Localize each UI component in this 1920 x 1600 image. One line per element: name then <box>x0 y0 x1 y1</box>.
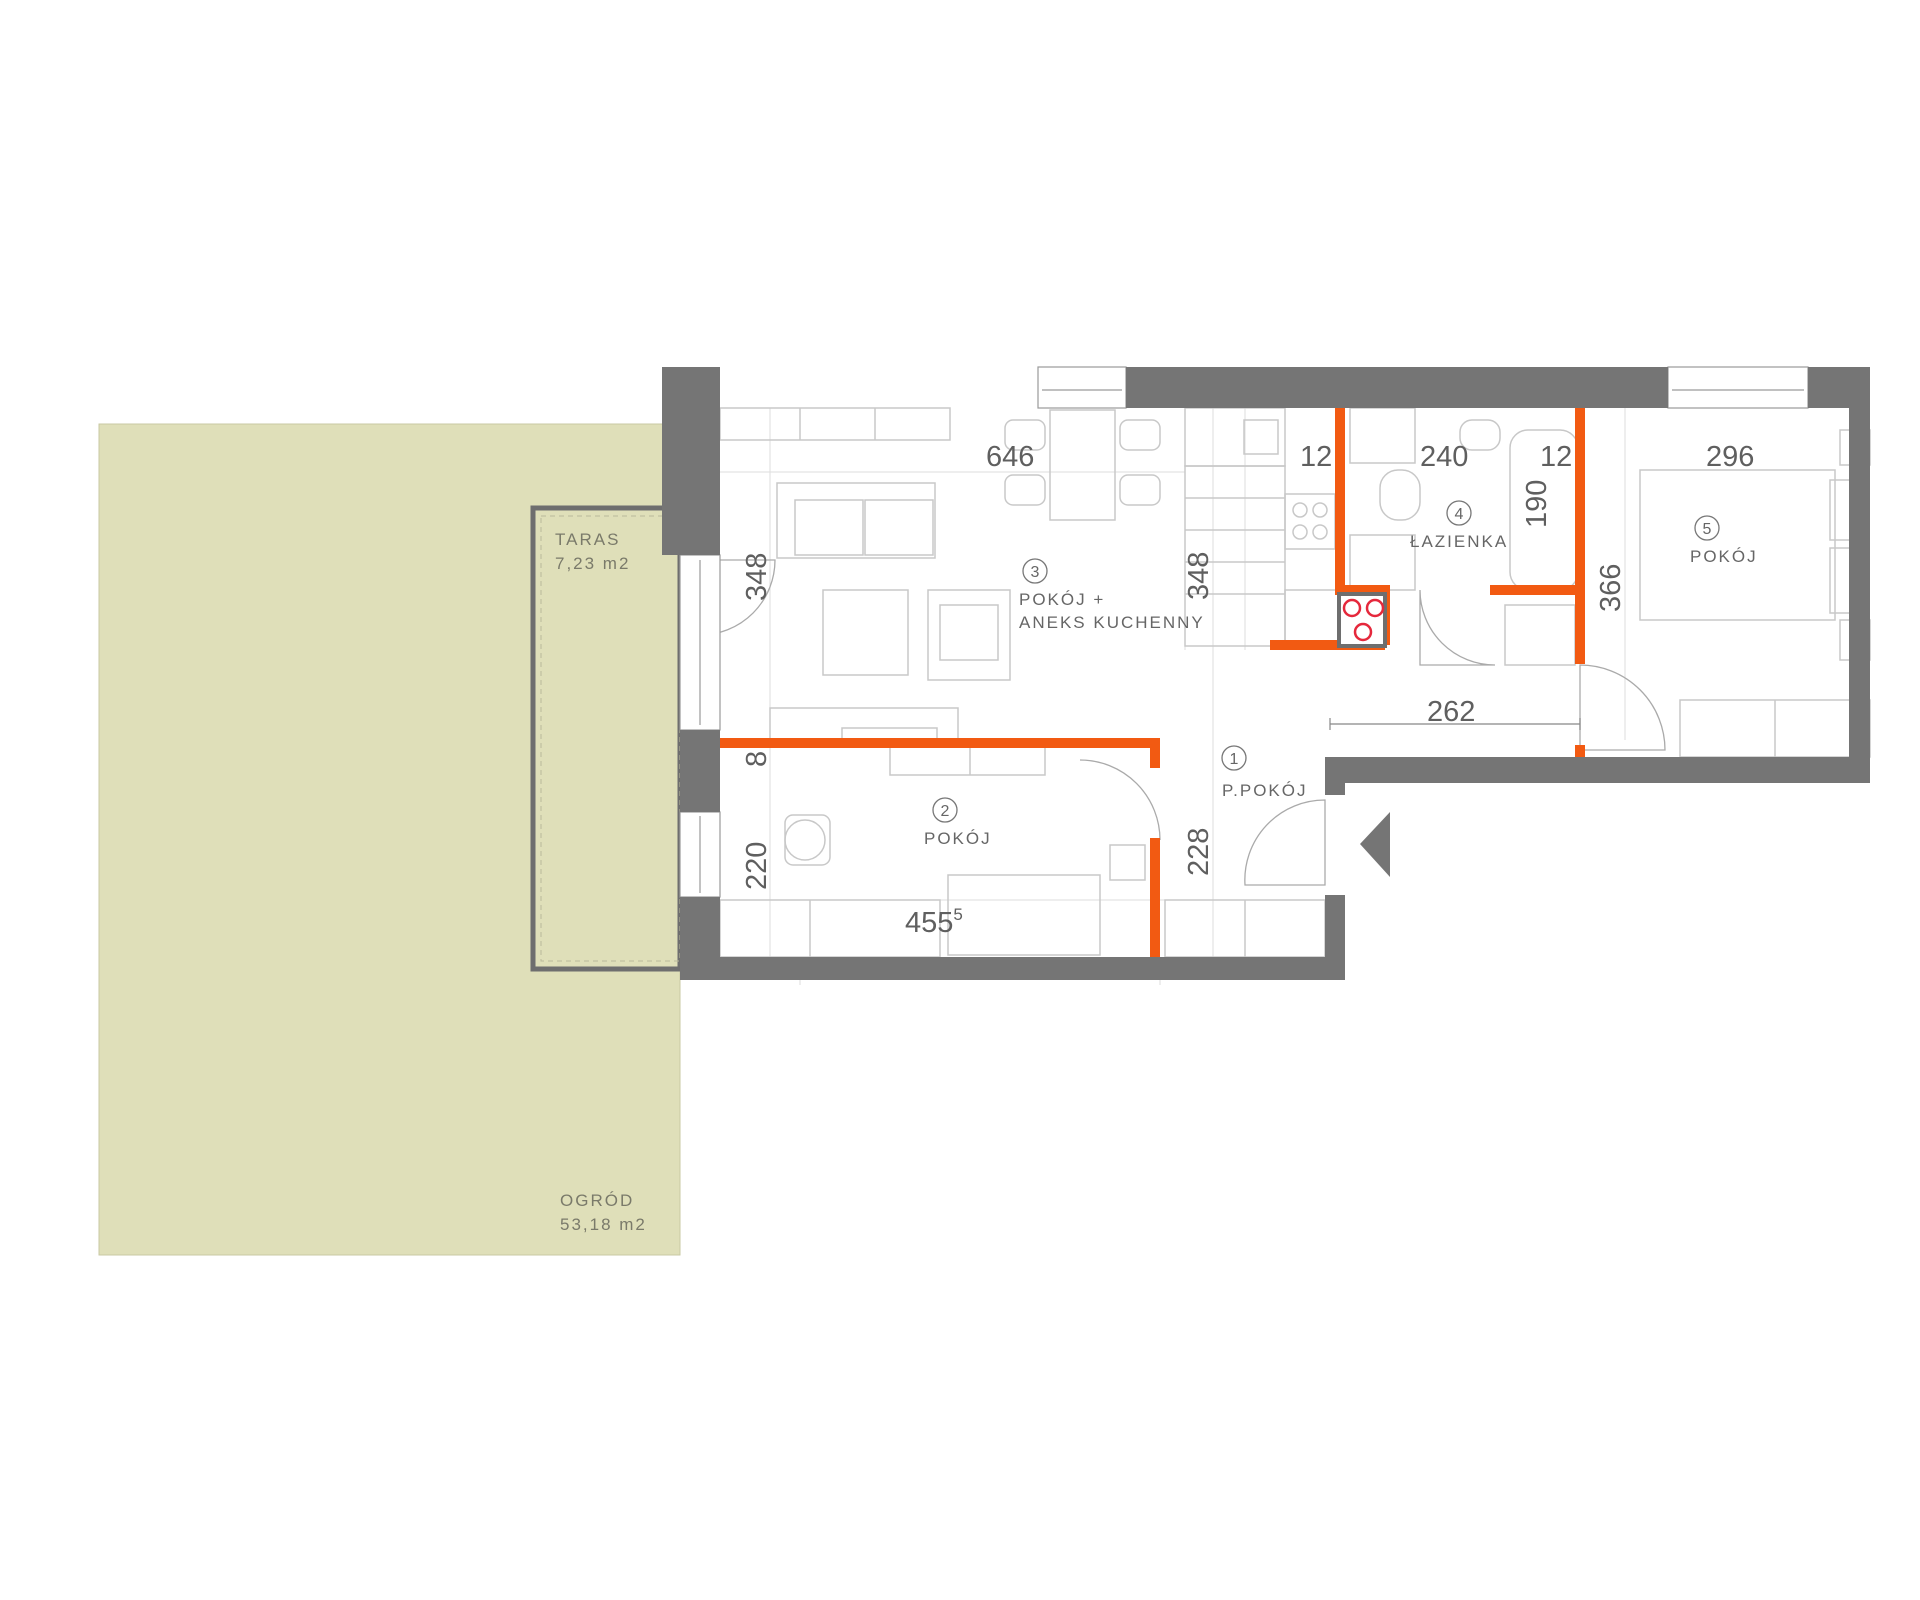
room-name-3-line2: ANEKS KUCHENNY <box>1019 613 1205 632</box>
room-name-1: P.POKÓJ <box>1222 781 1308 800</box>
entrance-arrow-icon <box>1360 812 1390 877</box>
dim-hall-width: 262 <box>1427 696 1475 728</box>
dim-partition: 8 <box>741 751 773 767</box>
svg-text:5: 5 <box>1703 521 1712 538</box>
dim-room2-height: 220 <box>741 842 773 890</box>
dim-wall-b: 12 <box>1540 441 1572 473</box>
dim-living-height-left: 348 <box>741 553 773 601</box>
dim-bath-width: 240 <box>1420 441 1468 473</box>
svg-text:4: 4 <box>1455 506 1464 523</box>
windows <box>679 366 1809 898</box>
room-name-3-line1: POKÓJ + <box>1019 590 1105 609</box>
dim-bedroom-height: 366 <box>1595 564 1627 612</box>
dimension-lines <box>1329 718 1581 730</box>
svg-text:1: 1 <box>1230 751 1239 768</box>
room-marker-3: 3 POKÓJ + ANEKS KUCHENNY <box>1019 558 1205 632</box>
dim-wall-a: 12 <box>1300 441 1332 473</box>
room-name-4: ŁAZIENKA <box>1410 532 1508 551</box>
structural-walls <box>662 367 1870 980</box>
dim-room2-width: 4555 <box>905 905 963 939</box>
room-marker-1: 1 P.POKÓJ <box>1221 745 1308 800</box>
dim-hall-height: 228 <box>1183 828 1215 876</box>
room-name-2: POKÓJ <box>924 829 992 848</box>
room-name-5: POKÓJ <box>1690 547 1758 566</box>
terrace-label: TARAS <box>555 530 620 549</box>
dim-living-height-kitchen: 348 <box>1183 552 1215 600</box>
garden-area-label: 53,18 m2 <box>560 1215 647 1234</box>
garden-label: OGRÓD <box>560 1191 634 1210</box>
garden-area <box>98 423 681 1256</box>
room-marker-5: 5 POKÓJ <box>1690 515 1758 566</box>
svg-text:3: 3 <box>1031 564 1040 581</box>
terrace-area-label: 7,23 m2 <box>555 554 630 573</box>
svg-text:2: 2 <box>941 803 950 820</box>
room-marker-2: 2 POKÓJ <box>924 797 992 848</box>
installation-shaft <box>1337 592 1387 648</box>
dim-living-width: 646 <box>986 441 1034 473</box>
room-marker-4: 4 ŁAZIENKA <box>1410 500 1508 551</box>
door-swings <box>699 559 1666 886</box>
dim-bath-height: 190 <box>1521 480 1553 528</box>
dim-bedroom-width: 296 <box>1706 441 1754 473</box>
